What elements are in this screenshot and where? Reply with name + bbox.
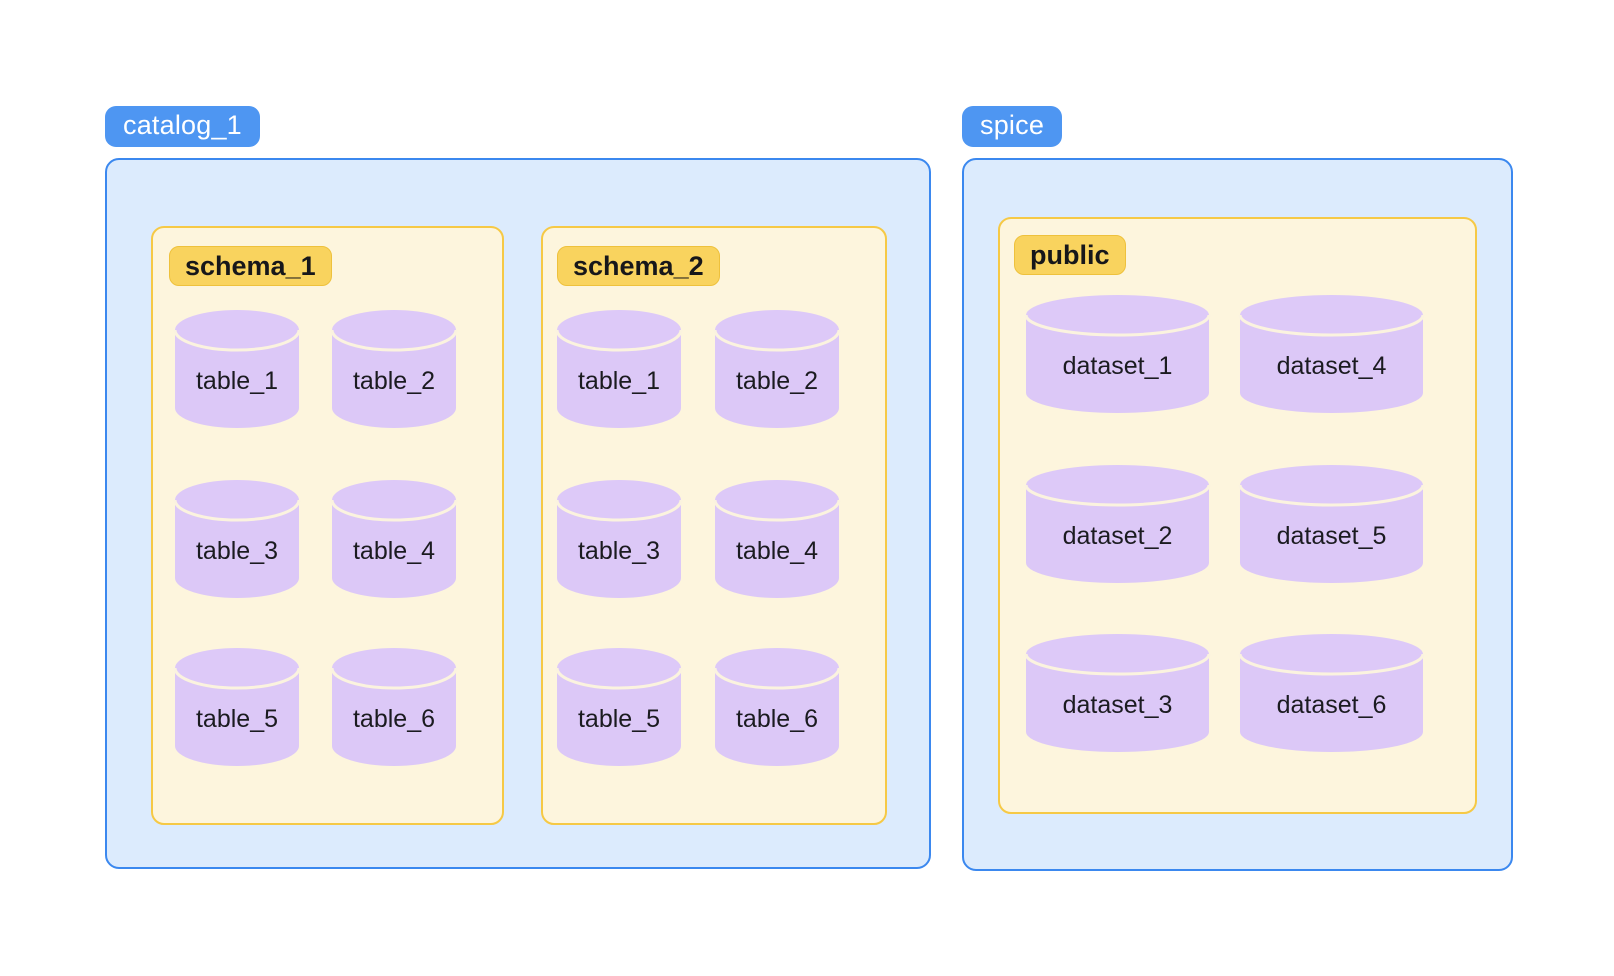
table-cylinder[interactable]: table_2 <box>713 310 841 428</box>
table-cylinder[interactable]: table_4 <box>330 480 458 598</box>
schema-panel-schema_1: schema_1 table_1 tabl <box>151 226 504 825</box>
schema-badge-schema_1[interactable]: schema_1 <box>169 246 332 286</box>
table-cylinder[interactable]: table_1 <box>555 310 683 428</box>
dataset-cylinder[interactable]: dataset_3 <box>1024 634 1211 752</box>
dataset-cylinder[interactable]: dataset_5 <box>1238 465 1425 583</box>
table-cylinder[interactable]: table_3 <box>173 480 301 598</box>
catalog-panel-spice: public dataset_1 data <box>962 158 1513 871</box>
dataset-cylinder[interactable]: dataset_4 <box>1238 295 1425 413</box>
dataset-cylinder[interactable]: dataset_2 <box>1024 465 1211 583</box>
table-cylinder[interactable]: table_5 <box>555 648 683 766</box>
catalog-group-catalog_1: catalog_1 schema_1 table_1 <box>105 106 933 870</box>
schema-panel-public: public dataset_1 data <box>998 217 1477 814</box>
table-cylinder[interactable]: table_4 <box>713 480 841 598</box>
table-cylinder[interactable]: table_1 <box>173 310 301 428</box>
schema-badge-schema_2[interactable]: schema_2 <box>557 246 720 286</box>
table-cylinder[interactable]: table_2 <box>330 310 458 428</box>
table-cylinder[interactable]: table_6 <box>713 648 841 766</box>
table-cylinder[interactable]: table_6 <box>330 648 458 766</box>
dataset-cylinder[interactable]: dataset_1 <box>1024 295 1211 413</box>
table-cylinder[interactable]: table_3 <box>555 480 683 598</box>
schema-badge-public[interactable]: public <box>1014 235 1126 275</box>
table-cylinder[interactable]: table_5 <box>173 648 301 766</box>
catalog-badge-catalog_1[interactable]: catalog_1 <box>105 106 260 147</box>
schema-panel-schema_2: schema_2 table_1 tabl <box>541 226 887 825</box>
catalog-badge-spice[interactable]: spice <box>962 106 1063 147</box>
dataset-cylinder[interactable]: dataset_6 <box>1238 634 1425 752</box>
catalog-group-spice: spice public dataset_1 <box>962 106 1514 872</box>
catalog-panel-catalog_1: schema_1 table_1 tabl <box>105 158 931 869</box>
